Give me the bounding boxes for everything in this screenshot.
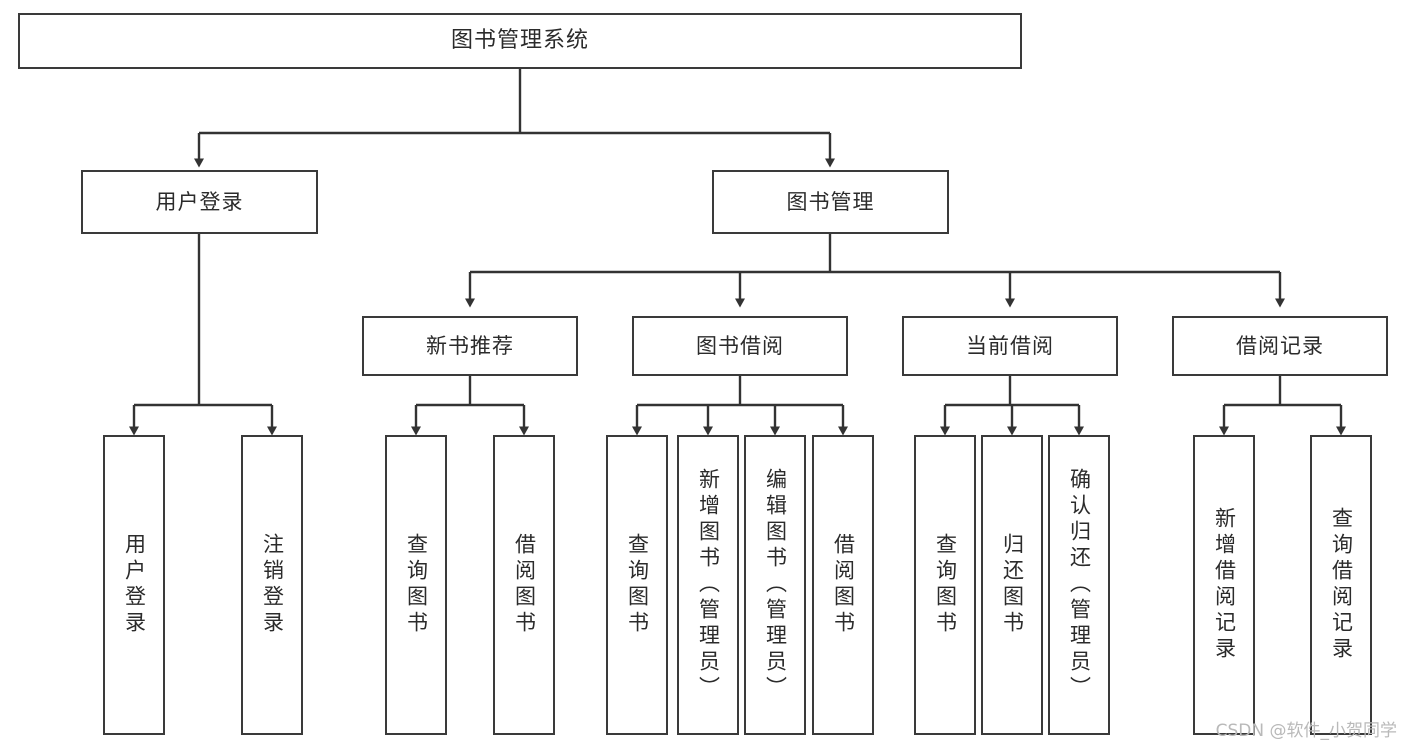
node-user-login[interactable]: 用户登录 xyxy=(81,170,318,234)
node-label: 借阅图书 xyxy=(831,533,856,637)
node-label: 确认归还（管理员） xyxy=(1067,468,1092,702)
leaf-edit-book[interactable]: 编辑图书（管理员） xyxy=(744,435,806,735)
node-label: 归还图书 xyxy=(1000,533,1025,637)
node-borrow-record[interactable]: 借阅记录 xyxy=(1172,316,1388,376)
leaf-confirm-return[interactable]: 确认归还（管理员） xyxy=(1048,435,1110,735)
node-label: 用户登录 xyxy=(122,533,147,637)
node-label: 用户登录 xyxy=(155,189,244,214)
node-root-system[interactable]: 图书管理系统 xyxy=(18,13,1022,69)
node-label: 查询图书 xyxy=(933,533,958,637)
leaf-add-book[interactable]: 新增图书（管理员） xyxy=(677,435,739,735)
node-label: 新增图书（管理员） xyxy=(696,468,721,702)
node-label: 注销登录 xyxy=(260,533,285,637)
leaf-borrow-book-1[interactable]: 借阅图书 xyxy=(493,435,555,735)
node-label: 借阅图书 xyxy=(512,533,537,637)
node-new-book-rec[interactable]: 新书推荐 xyxy=(362,316,578,376)
node-label: 查询借阅记录 xyxy=(1329,507,1354,663)
node-label: 图书管理系统 xyxy=(450,28,589,54)
csdn-watermark: CSDN @软件_小贺同学 xyxy=(1215,721,1397,741)
leaf-logout-login[interactable]: 注销登录 xyxy=(241,435,303,735)
node-current-borrow[interactable]: 当前借阅 xyxy=(902,316,1118,376)
node-label: 查询图书 xyxy=(625,533,650,637)
node-label: 编辑图书（管理员） xyxy=(763,468,788,702)
node-label: 图书借阅 xyxy=(696,333,784,358)
node-book-manage[interactable]: 图书管理 xyxy=(712,170,949,234)
node-book-borrow[interactable]: 图书借阅 xyxy=(632,316,848,376)
leaf-return-book[interactable]: 归还图书 xyxy=(981,435,1043,735)
leaf-query-book-3[interactable]: 查询图书 xyxy=(914,435,976,735)
node-label: 新增借阅记录 xyxy=(1212,507,1237,663)
leaf-query-record[interactable]: 查询借阅记录 xyxy=(1310,435,1372,735)
leaf-user-login[interactable]: 用户登录 xyxy=(103,435,165,735)
node-label: 查询图书 xyxy=(404,533,429,637)
leaf-borrow-book-2[interactable]: 借阅图书 xyxy=(812,435,874,735)
node-label: 图书管理 xyxy=(786,189,875,214)
node-label: 借阅记录 xyxy=(1236,333,1324,358)
node-label: 新书推荐 xyxy=(426,333,514,358)
leaf-query-book-2[interactable]: 查询图书 xyxy=(606,435,668,735)
leaf-add-record[interactable]: 新增借阅记录 xyxy=(1193,435,1255,735)
leaf-query-book-1[interactable]: 查询图书 xyxy=(385,435,447,735)
node-label: 当前借阅 xyxy=(966,333,1054,358)
